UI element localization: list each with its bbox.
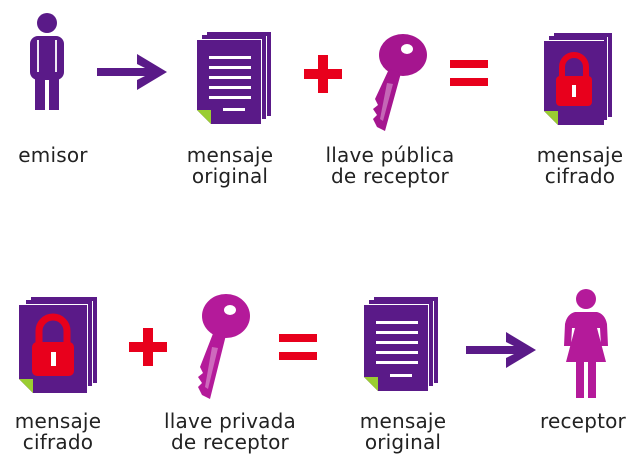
plus-sign-icon bbox=[304, 55, 342, 93]
key-icon bbox=[373, 34, 427, 131]
document-stack-icon bbox=[364, 297, 438, 391]
male-person-icon bbox=[30, 13, 64, 110]
document-stack-icon bbox=[197, 32, 271, 124]
label-mensaje-original: mensaje original bbox=[359, 409, 447, 454]
equals-sign-icon bbox=[450, 60, 488, 86]
locked-document-icon bbox=[19, 297, 97, 393]
equals-sign-icon bbox=[279, 334, 317, 360]
label-mensaje-cifrado: mensaje cifrado bbox=[536, 143, 624, 188]
label-mensaje-original: mensaje original bbox=[186, 143, 274, 188]
female-person-icon bbox=[564, 289, 608, 398]
label-emisor: emisor bbox=[18, 143, 88, 167]
locked-document-icon bbox=[544, 33, 612, 125]
label-llave-publica: llave pública de receptor bbox=[325, 143, 455, 188]
label-mensaje-cifrado: mensaje cifrado bbox=[14, 409, 102, 454]
arrow-right-icon bbox=[466, 332, 536, 368]
key-icon bbox=[198, 294, 250, 399]
plus-sign-icon bbox=[129, 328, 167, 366]
arrow-right-icon bbox=[97, 54, 167, 90]
label-receptor: receptor bbox=[540, 409, 626, 433]
label-llave-privada: llave privada de receptor bbox=[164, 409, 296, 454]
